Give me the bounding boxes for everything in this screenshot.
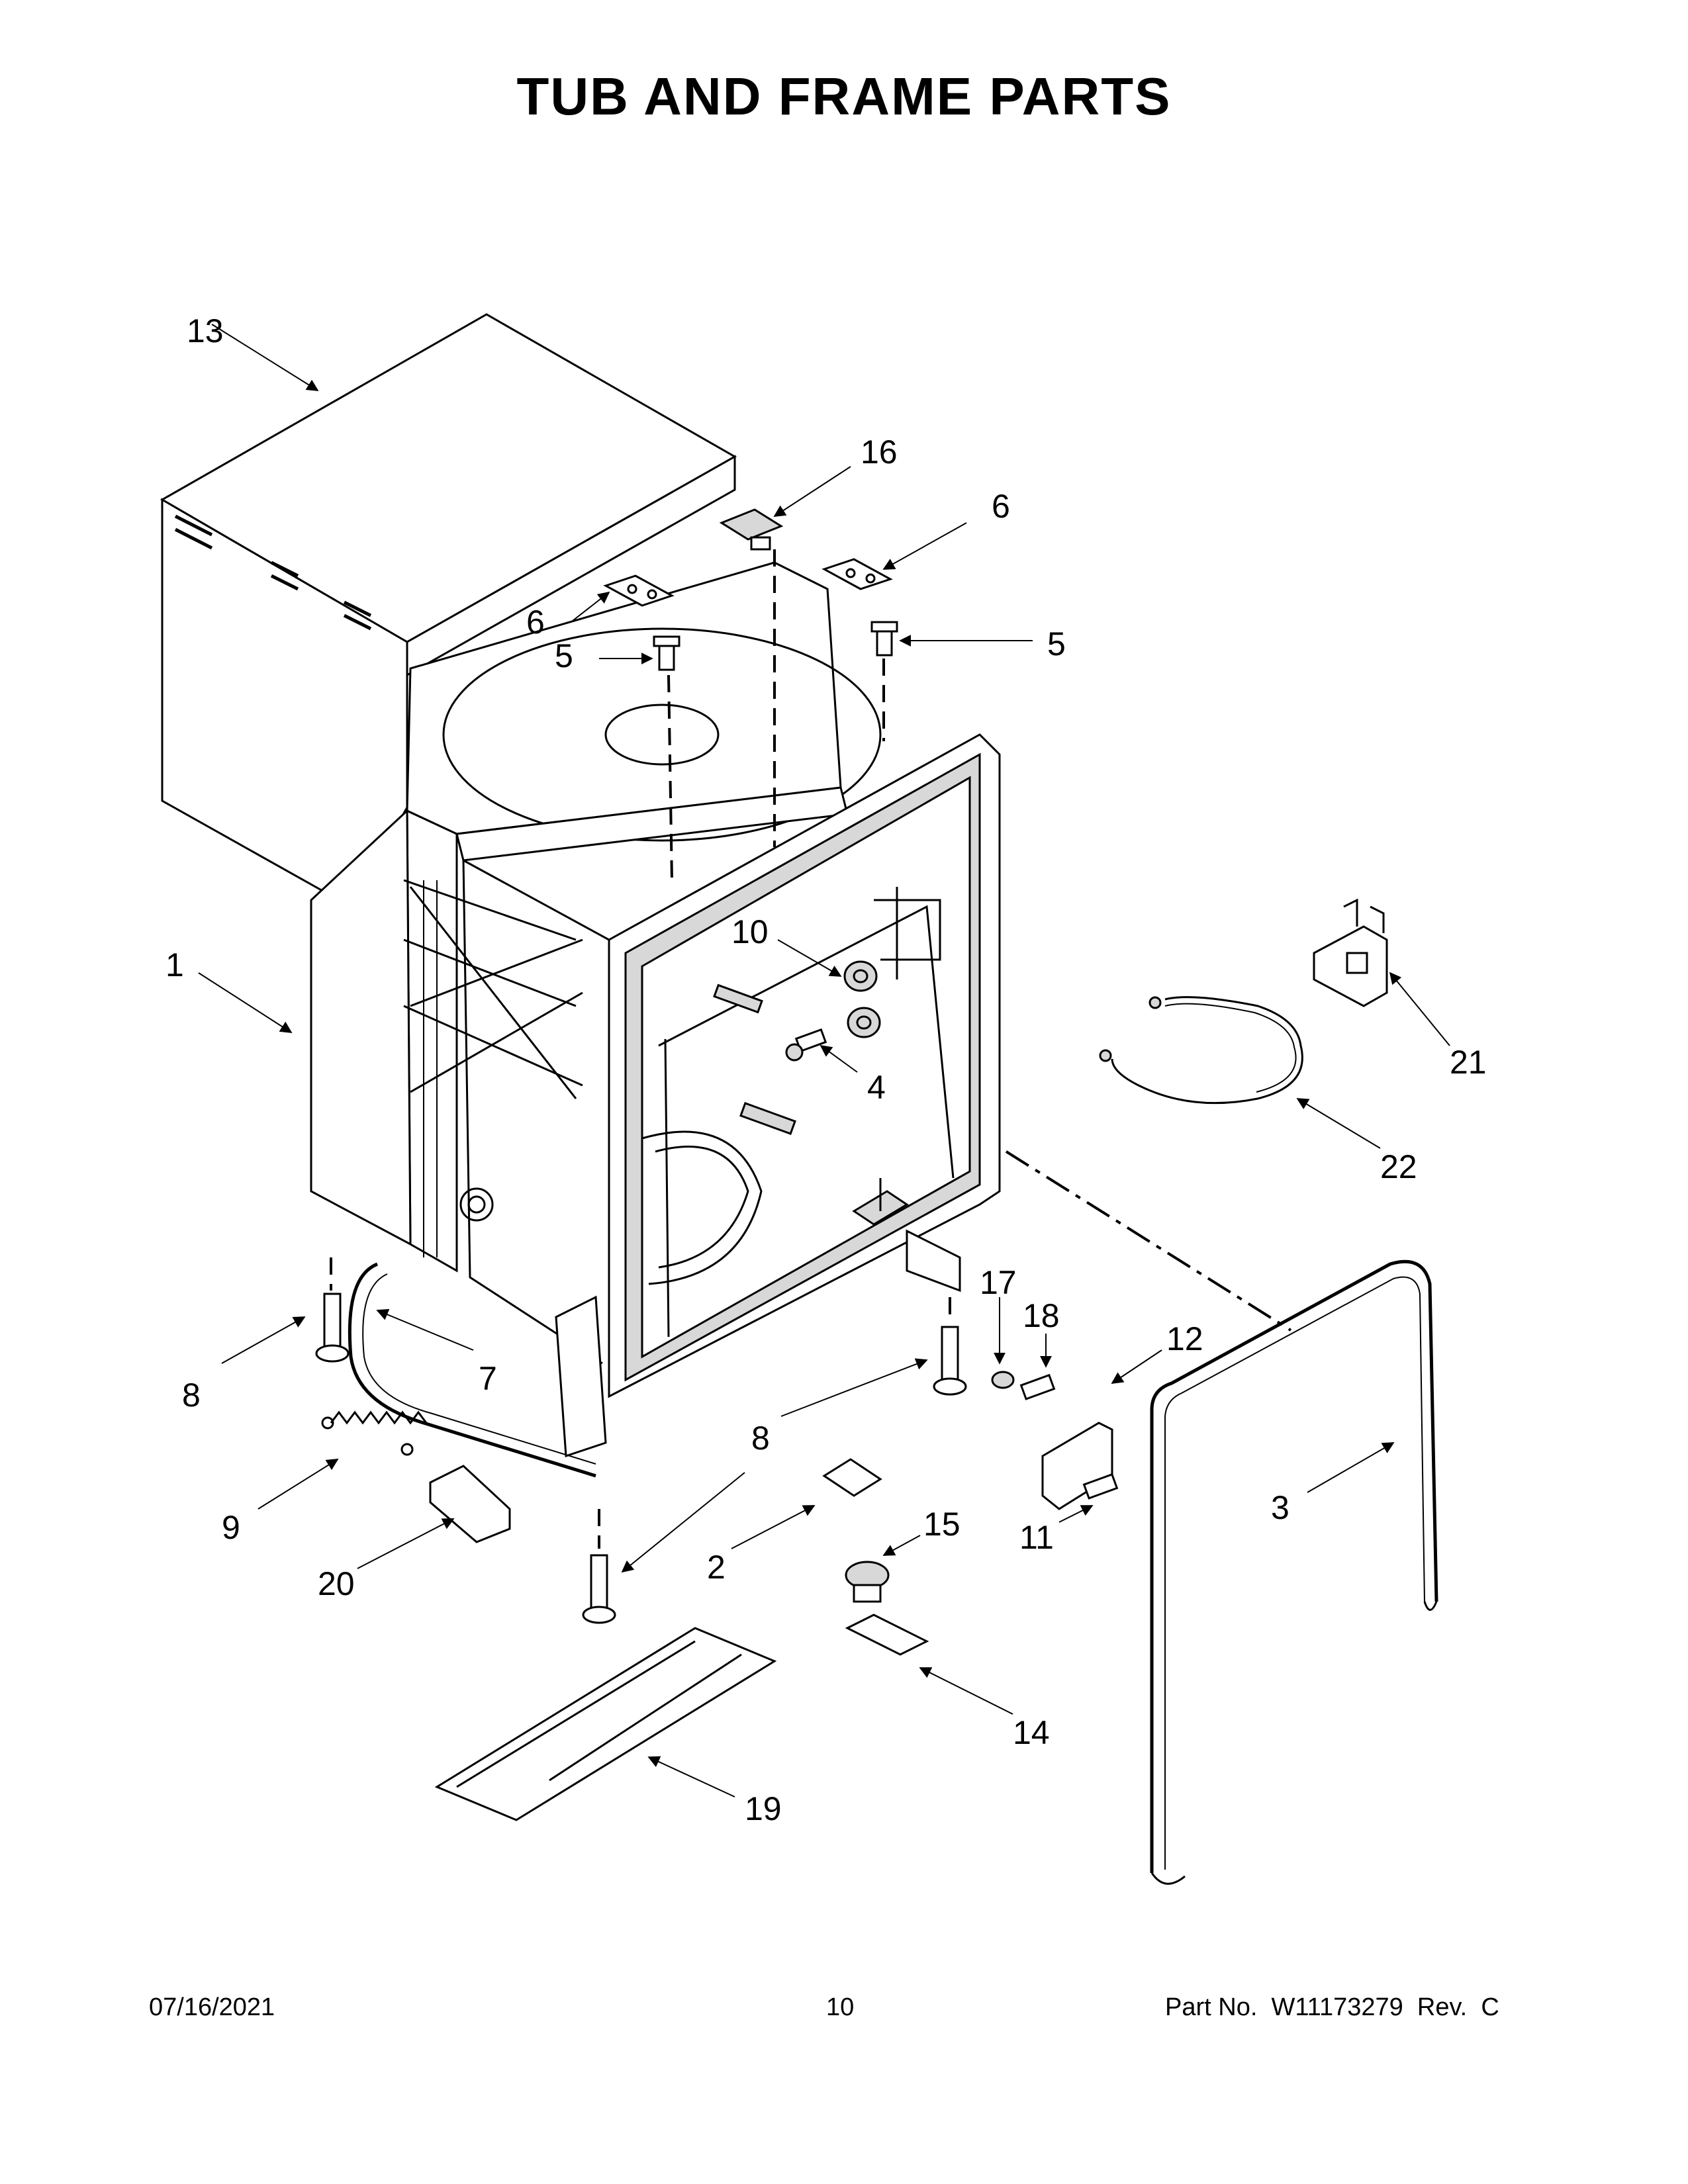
alignment-line-5-left (667, 674, 673, 881)
part-17-washer (991, 1371, 1015, 1389)
callout-5-left: 5 (555, 637, 573, 674)
part-1-tub-assembly (310, 561, 1001, 1458)
part-8-leveling-leg-right (933, 1326, 967, 1396)
callout-15: 15 (923, 1506, 961, 1543)
callout-14: 14 (1013, 1714, 1050, 1751)
part-19-cover (434, 1627, 777, 1821)
part-6-bracket-left (603, 574, 675, 607)
part-3-door-gasket (1150, 1259, 1438, 1885)
part-9-spring (321, 1410, 428, 1456)
alignment-line (1005, 1150, 1292, 1332)
part-14-bracket (845, 1614, 929, 1656)
part-15-sensor (845, 1561, 890, 1603)
part-5-screw-left (653, 635, 680, 671)
footer-part-number: Part No. W11173279 Rev. C (1165, 1993, 1499, 2021)
callout-16: 16 (861, 433, 898, 471)
callout-3: 3 (1271, 1489, 1289, 1526)
part-20-pad (429, 1465, 511, 1543)
callout-13: 13 (187, 312, 224, 349)
part-22-wire-harness (1099, 996, 1303, 1105)
part-8-leveling-leg-center (582, 1554, 616, 1624)
callout-21: 21 (1450, 1044, 1487, 1081)
callout-8-center: 8 (751, 1420, 770, 1457)
footer-date: 07/16/2021 (149, 1993, 275, 2021)
callout-20: 20 (318, 1565, 355, 1602)
callout-18: 18 (1023, 1297, 1060, 1334)
callout-4: 4 (867, 1069, 886, 1106)
callout-19: 19 (745, 1790, 782, 1827)
callout-arrows (198, 324, 1450, 1797)
part-8-leveling-leg-left (315, 1293, 350, 1363)
part-16-clip (719, 508, 784, 551)
callout-12: 12 (1166, 1320, 1203, 1357)
part-18-screw (1019, 1373, 1056, 1400)
page-title: TUB AND FRAME PARTS (516, 67, 1172, 126)
part-21-bracket (1313, 898, 1388, 1007)
callout-10: 10 (731, 913, 769, 950)
part-5-screw-right (870, 621, 898, 657)
callout-6-left: 6 (526, 604, 545, 641)
part-4-screw (785, 1028, 827, 1062)
callout-5-right: 5 (1047, 625, 1066, 662)
callout-22: 22 (1380, 1148, 1417, 1185)
part-10-fitting (843, 960, 881, 1038)
callout-9: 9 (222, 1509, 240, 1546)
callout-8-left: 8 (182, 1377, 201, 1414)
part-7-lower-gasket (348, 1262, 596, 1478)
callout-11: 11 (1019, 1519, 1054, 1556)
part-6-bracket-right (821, 558, 893, 590)
callout-6-right: 6 (992, 488, 1010, 525)
callout-17: 17 (980, 1264, 1017, 1301)
callout-1: 1 (165, 946, 184, 983)
part-13-insulation-blanket (160, 313, 737, 909)
part-12-bracket (1041, 1422, 1113, 1510)
callout-2: 2 (707, 1549, 726, 1586)
footer-page-number: 10 (826, 1993, 855, 2021)
part-2-clip (822, 1458, 882, 1497)
callout-7: 7 (479, 1360, 497, 1397)
part-11-screw (1082, 1473, 1119, 1500)
